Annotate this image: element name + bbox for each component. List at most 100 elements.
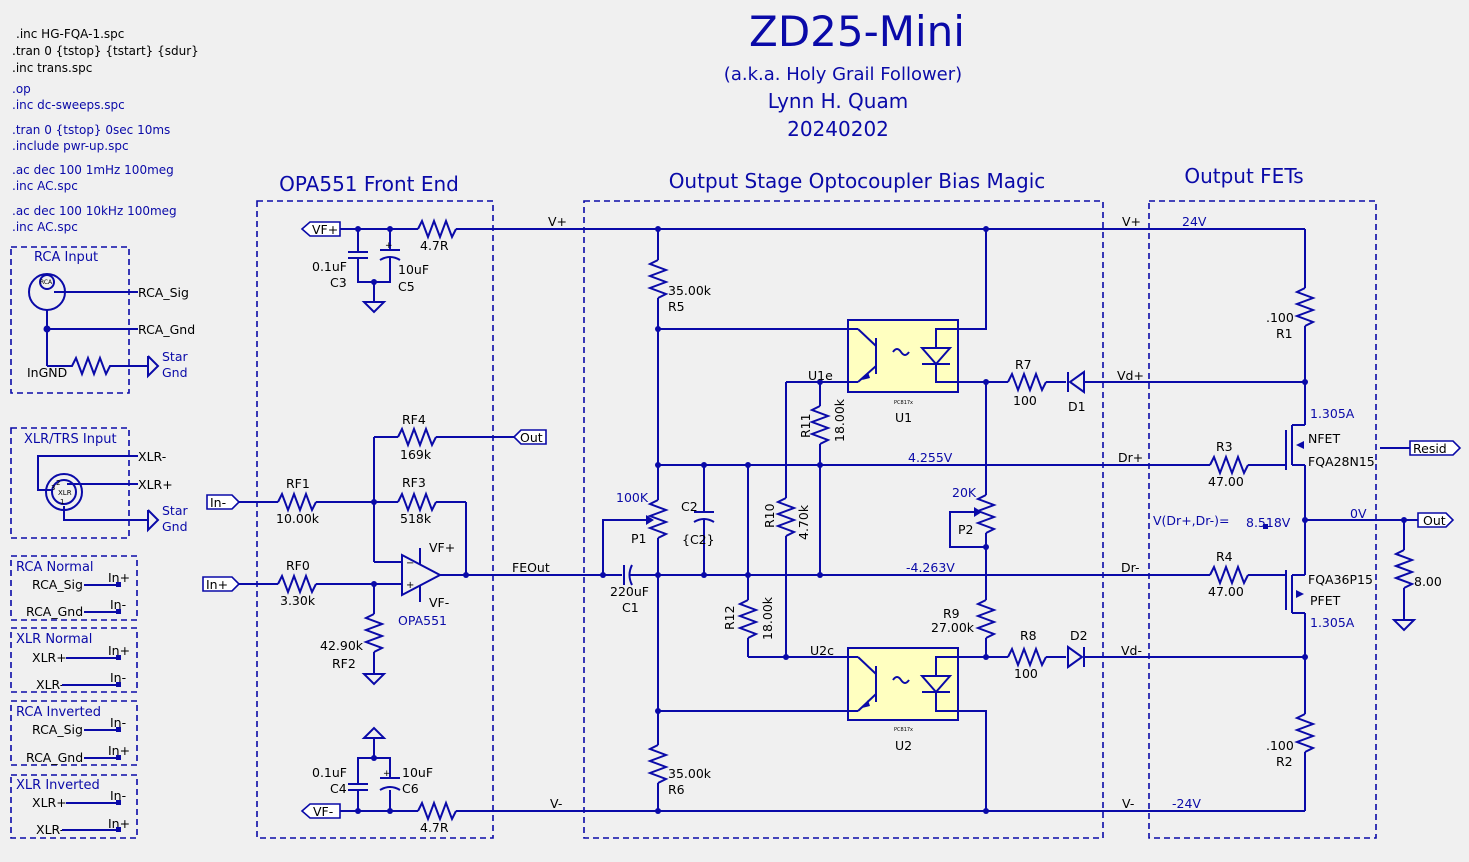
rf1-name: RF1 — [286, 476, 310, 491]
in-plus-port[interactable] — [202, 576, 241, 592]
i-bot-value: 1.305A — [1310, 615, 1355, 630]
rca-normal-block: RCA Normal RCA_Sig RCA_Gnd In+ In- — [10, 555, 138, 621]
out-port-fe[interactable] — [512, 429, 547, 445]
config-pin-a: In- — [110, 788, 126, 803]
opamp-name: OPA551 — [398, 613, 447, 628]
r3-value: 47.00 — [1208, 474, 1244, 489]
resid-port-label: Resid — [1413, 441, 1447, 456]
xlr-plus-label: XLR+ — [138, 477, 173, 492]
schematic-subtitle: (a.k.a. Holy Grail Follower) — [724, 64, 962, 85]
directive-line: .ac dec 100 10kHz 100meg — [12, 204, 177, 218]
directive-line: .ac dec 100 1mHz 100meg — [12, 163, 174, 177]
rf3-name: RF3 — [402, 475, 426, 490]
config-a-label: RCA_Sig — [32, 577, 83, 592]
directive-line: .inc HG-FQA-1.spc — [16, 27, 124, 41]
r2-value: .100 — [1266, 738, 1294, 753]
c4-value: 0.1uF — [312, 765, 347, 780]
rf2-value: 42.90k — [320, 638, 364, 653]
star-label: Star — [162, 503, 188, 518]
c1-value: 220uF — [610, 584, 649, 599]
r7-name: R7 — [1015, 357, 1032, 372]
svg-text:+: + — [385, 241, 393, 251]
front-end-amp: In- RF1 10.00k In+ RF0 3.30k 42.90k RF2 … — [202, 412, 603, 686]
q1-type: NFET — [1308, 431, 1340, 446]
xlr-inverted-block: XLR Inverted XLR+ XLR- In- In+ — [10, 774, 138, 839]
rf2-name: RF2 — [332, 656, 356, 671]
config-b-label: RCA_Gnd — [26, 604, 83, 619]
r-top-value: 4.7R — [420, 238, 449, 253]
fets-header: Output FETs — [1184, 164, 1303, 188]
q2-type: PFET — [1310, 593, 1341, 608]
bias-header: Output Stage Optocoupler Bias Magic — [669, 169, 1046, 193]
u2-name: U2 — [895, 738, 912, 753]
in-minus-port[interactable] — [206, 494, 241, 510]
config-a-label: XLR+ — [32, 795, 67, 810]
q1-part: FQA28N15 — [1308, 454, 1375, 469]
schematic-date: 20240202 — [787, 117, 889, 141]
q2-part: FQA36P15 — [1308, 572, 1373, 587]
config-pin-b: In+ — [108, 816, 130, 831]
directive-line: .inc dc-sweeps.spc — [12, 98, 125, 112]
config-a-label: RCA_Sig — [32, 722, 83, 737]
rf0-name: RF0 — [286, 558, 310, 573]
gnd-label: Gnd — [162, 365, 188, 380]
vdiff-value: 8.518V — [1246, 515, 1291, 530]
xlr-normal-title: XLR Normal — [16, 632, 92, 647]
xlr-pin3: 3 — [51, 484, 55, 492]
r9-value: 27.00k — [931, 620, 975, 635]
rf0-value: 3.30k — [280, 593, 316, 608]
gnd-label: Gnd — [162, 519, 188, 534]
drp-net-label: Dr+ — [1118, 450, 1143, 465]
in-plus-port-label: In+ — [206, 577, 228, 592]
p2-value: 20K — [952, 485, 977, 500]
r9-name: R9 — [943, 606, 960, 621]
out-port-fe-label: Out — [520, 430, 543, 445]
d2-name: D2 — [1070, 628, 1088, 643]
rf4-name: RF4 — [402, 412, 426, 427]
vminus-net-label: V- — [550, 796, 562, 811]
c6-name: C6 — [402, 781, 419, 796]
v24-value: 24V — [1182, 214, 1207, 229]
config-pin-b: In- — [110, 597, 126, 612]
xlr-pin1: 1 — [60, 498, 64, 506]
front-end-supply-top: VF+ 4.7R + 0.1uF C3 10uF C5 V+ — [300, 214, 1305, 314]
vfp-port-label: VF+ — [312, 222, 338, 237]
vdm-net-label: Vd- — [1121, 643, 1142, 658]
drp-voltage: 4.255V — [908, 450, 953, 465]
r10-value: 4.70k — [796, 504, 811, 540]
spice-directives: .inc HG-FQA-1.spc .tran 0 {tstop} {tstar… — [12, 27, 199, 234]
c5-name: C5 — [398, 279, 415, 294]
c2-value: {C2} — [682, 532, 715, 547]
d1-name: D1 — [1068, 399, 1086, 414]
directive-line: .inc trans.spc — [12, 61, 92, 75]
config-pin-a: In+ — [108, 570, 130, 585]
r7-value: 100 — [1013, 393, 1037, 408]
opamp-vfm-label: VF- — [429, 595, 449, 610]
rca-input-block: RCA Input RCA RCA_Sig RCA_Gnd InGND Star… — [10, 246, 195, 394]
r12-value: 18.00k — [760, 596, 775, 640]
resid-port[interactable] — [1409, 440, 1462, 456]
r5-name: R5 — [668, 299, 685, 314]
rca-input-title: RCA Input — [34, 250, 98, 265]
xlr-jack-label: XLR — [58, 489, 72, 497]
opamp-vfp-label: VF+ — [429, 540, 455, 555]
directive-line: .inc AC.spc — [12, 179, 78, 193]
u1-part: PC817x — [894, 400, 913, 406]
r11-name: R11 — [798, 413, 813, 438]
rca-inverted-block: RCA Inverted RCA_Sig RCA_Gnd In- In+ — [10, 700, 138, 766]
u1-optocoupler — [847, 319, 959, 393]
svg-text:−: − — [406, 558, 414, 569]
config-pin-b: In- — [110, 670, 126, 685]
c5-value: 10uF — [398, 262, 429, 277]
r11-value: 18.00k — [832, 398, 847, 442]
vdp-net-label: Vd+ — [1117, 368, 1144, 383]
vplus2-net-label: V+ — [1122, 214, 1141, 229]
out-port[interactable] — [1417, 512, 1455, 528]
vfm-port-label: VF- — [313, 804, 333, 819]
feout-net-label: FEOut — [512, 560, 550, 575]
directive-line: .include pwr-up.spc — [12, 139, 129, 153]
xlr-input-block: XLR/TRS Input XLR 2 3 1 XLR- XLR+ Star G… — [10, 427, 188, 539]
r1-value: .100 — [1266, 310, 1294, 325]
vplus-net-label: V+ — [548, 214, 567, 229]
xlr-normal-block: XLR Normal XLR+ XLR- In+ In- — [10, 627, 138, 693]
